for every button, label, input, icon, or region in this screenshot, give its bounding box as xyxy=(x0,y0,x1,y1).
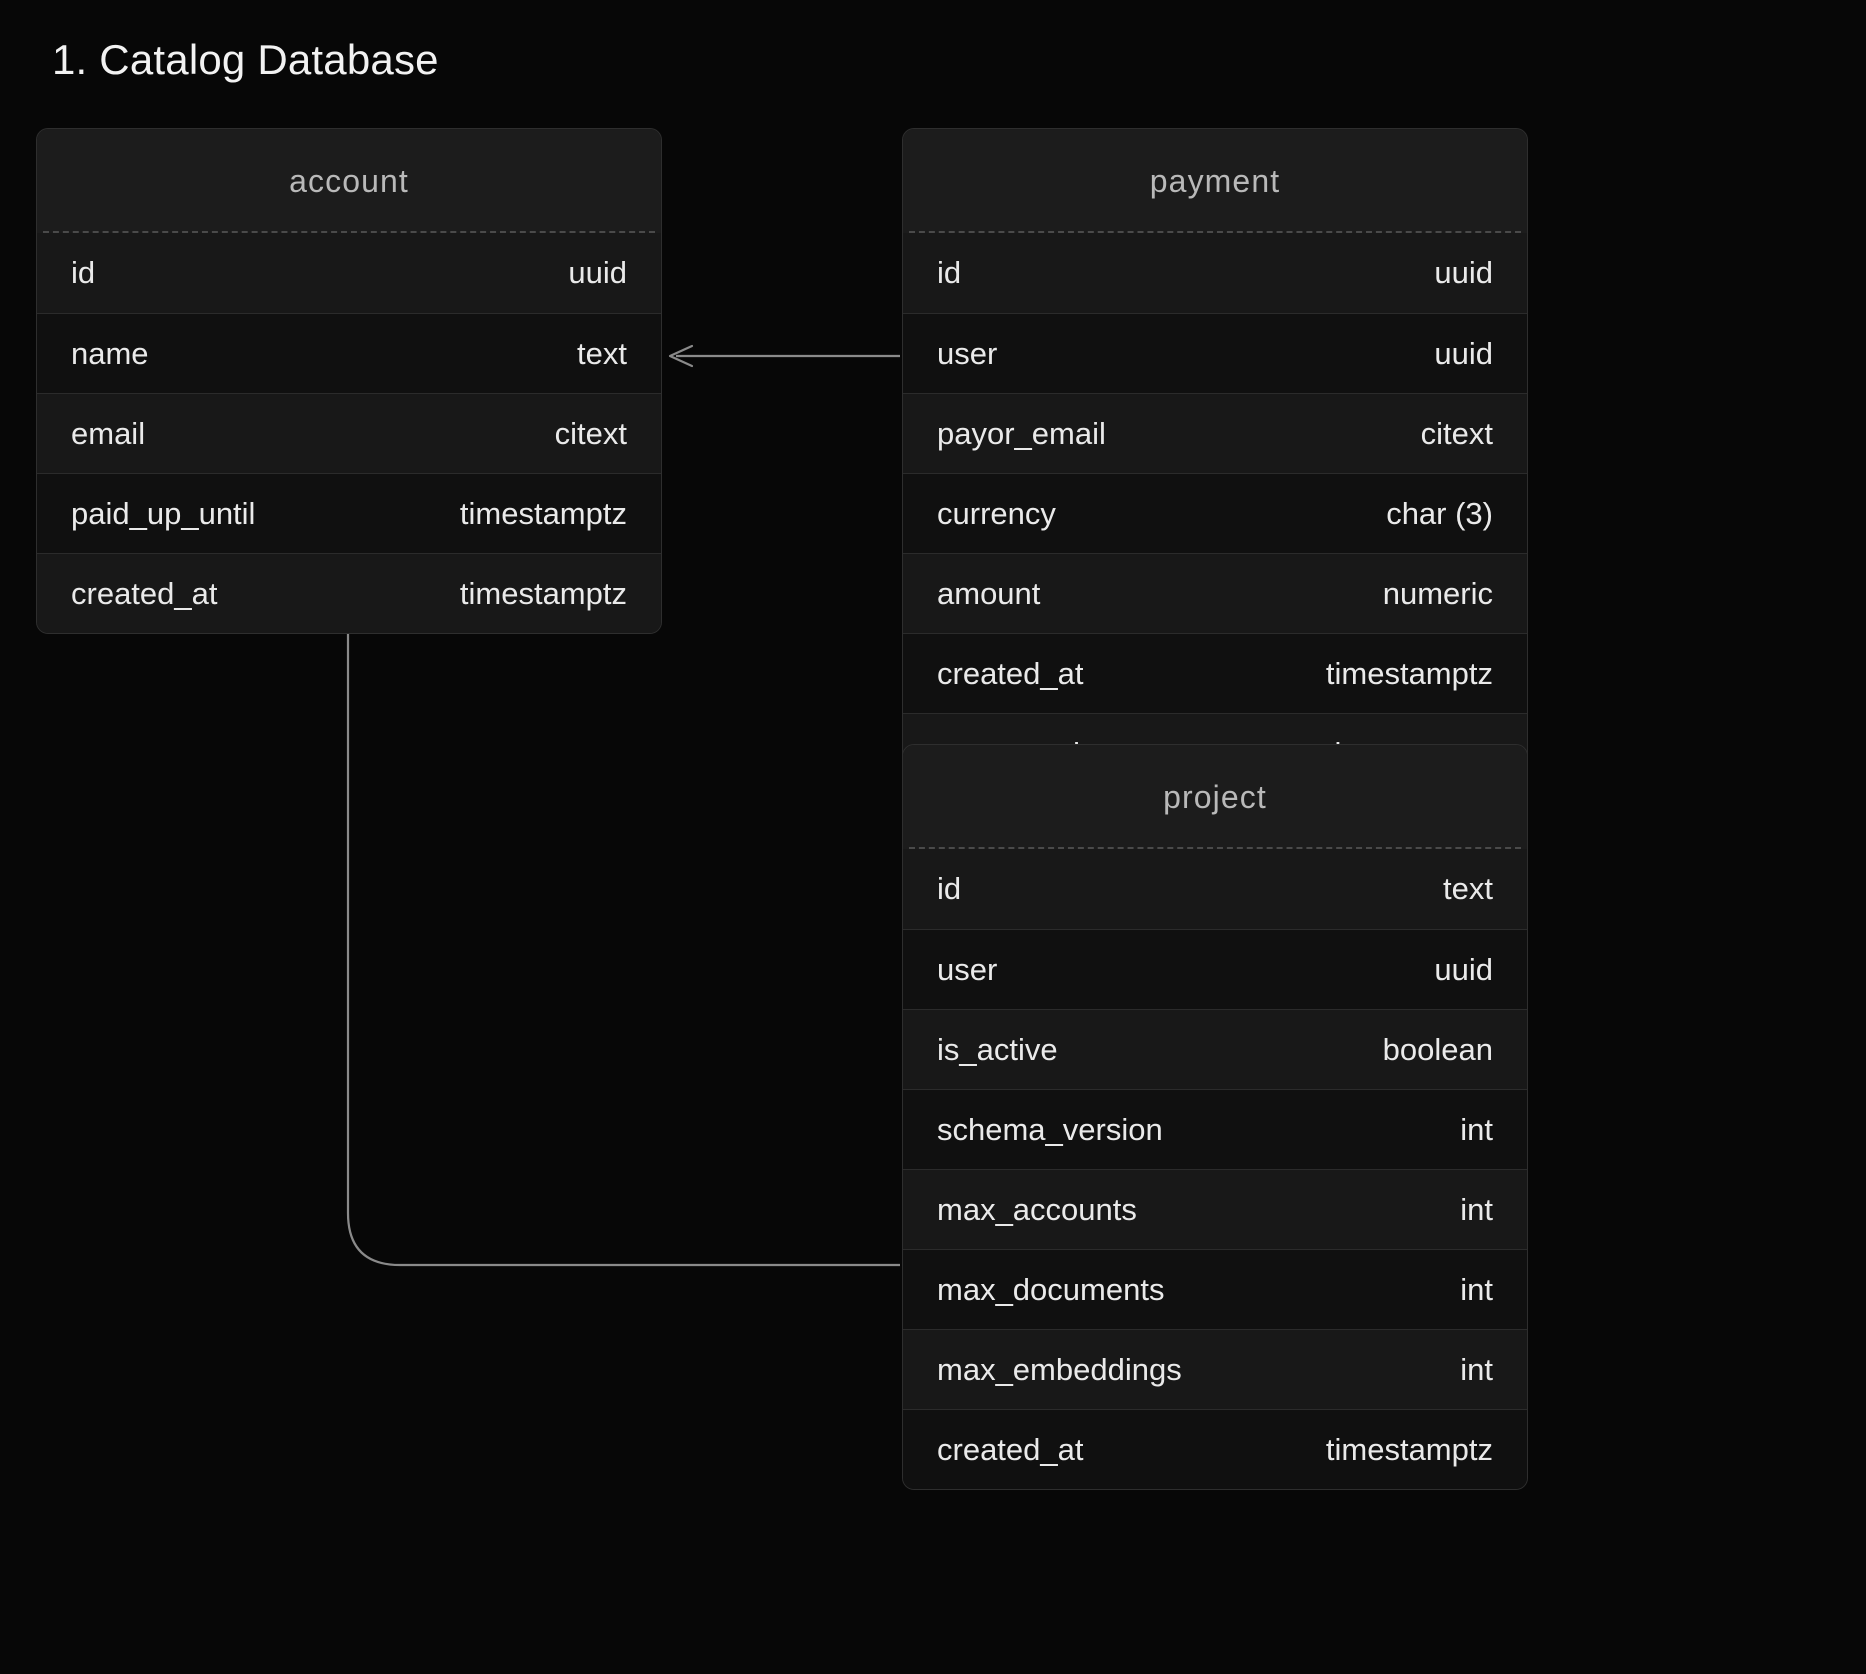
er-field-row[interactable]: email citext xyxy=(37,393,661,473)
er-field-name: email xyxy=(71,416,145,452)
er-field-row[interactable]: created_at timestamptz xyxy=(37,553,661,633)
er-field-name: user xyxy=(937,952,997,988)
er-table-payment[interactable]: payment id uuid user uuid payor_email ci… xyxy=(902,128,1528,794)
er-field-name: id xyxy=(937,871,961,907)
er-field-name: schema_version xyxy=(937,1112,1163,1148)
er-field-row[interactable]: id uuid xyxy=(37,233,661,313)
page-title: 1. Catalog Database xyxy=(52,36,439,84)
er-field-name: created_at xyxy=(937,656,1084,692)
er-field-type: uuid xyxy=(1434,336,1493,372)
er-field-type: int xyxy=(1460,1192,1493,1228)
er-field-list-project: id text user uuid is_active boolean sche… xyxy=(903,849,1527,1489)
er-field-name: name xyxy=(71,336,149,372)
er-field-row[interactable]: schema_version int xyxy=(903,1089,1527,1169)
er-field-row[interactable]: paid_up_until timestamptz xyxy=(37,473,661,553)
er-field-name: created_at xyxy=(937,1432,1084,1468)
er-field-row[interactable]: id uuid xyxy=(903,233,1527,313)
er-table-title-account: account xyxy=(37,129,661,233)
er-field-type: uuid xyxy=(1434,255,1493,291)
er-field-type: citext xyxy=(1421,416,1493,452)
er-field-type: numeric xyxy=(1383,576,1493,612)
er-field-row[interactable]: created_at timestamptz xyxy=(903,633,1527,713)
er-field-row[interactable]: name text xyxy=(37,313,661,393)
er-field-row[interactable]: max_embeddings int xyxy=(903,1329,1527,1409)
er-field-name: paid_up_until xyxy=(71,496,255,532)
er-field-type: int xyxy=(1460,1112,1493,1148)
er-field-type: timestamptz xyxy=(1326,1432,1493,1468)
er-field-row[interactable]: max_documents int xyxy=(903,1249,1527,1329)
relationship-payment-to-account xyxy=(670,346,900,366)
er-table-title-project: project xyxy=(903,745,1527,849)
er-field-type: uuid xyxy=(568,255,627,291)
er-field-row[interactable]: payor_email citext xyxy=(903,393,1527,473)
er-field-name: payor_email xyxy=(937,416,1106,452)
er-field-name: max_accounts xyxy=(937,1192,1137,1228)
er-field-type: boolean xyxy=(1383,1032,1493,1068)
er-field-name: currency xyxy=(937,496,1056,532)
er-field-type: text xyxy=(577,336,627,372)
er-field-type: int xyxy=(1460,1352,1493,1388)
er-field-row[interactable]: user uuid xyxy=(903,929,1527,1009)
er-field-type: text xyxy=(1443,871,1493,907)
er-field-row[interactable]: created_at timestamptz xyxy=(903,1409,1527,1489)
er-field-name: max_embeddings xyxy=(937,1352,1182,1388)
er-field-type: int xyxy=(1460,1272,1493,1308)
er-table-title-payment: payment xyxy=(903,129,1527,233)
er-field-name: id xyxy=(937,255,961,291)
er-field-list-payment: id uuid user uuid payor_email citext cur… xyxy=(903,233,1527,793)
er-field-type: timestamptz xyxy=(460,496,627,532)
er-field-row[interactable]: user uuid xyxy=(903,313,1527,393)
er-field-row[interactable]: currency char (3) xyxy=(903,473,1527,553)
er-field-row[interactable]: is_active boolean xyxy=(903,1009,1527,1089)
er-table-project[interactable]: project id text user uuid is_active bool… xyxy=(902,744,1528,1490)
er-field-name: is_active xyxy=(937,1032,1058,1068)
er-field-type: char (3) xyxy=(1386,496,1493,532)
er-field-type: timestamptz xyxy=(460,576,627,612)
er-field-name: created_at xyxy=(71,576,218,612)
er-field-name: amount xyxy=(937,576,1040,612)
er-table-account[interactable]: account id uuid name text email citext p… xyxy=(36,128,662,634)
er-field-type: timestamptz xyxy=(1326,656,1493,692)
er-field-list-account: id uuid name text email citext paid_up_u… xyxy=(37,233,661,633)
relationship-project-to-account xyxy=(338,580,900,1265)
er-field-row[interactable]: max_accounts int xyxy=(903,1169,1527,1249)
er-field-name: max_documents xyxy=(937,1272,1164,1308)
er-field-row[interactable]: amount numeric xyxy=(903,553,1527,633)
er-field-type: uuid xyxy=(1434,952,1493,988)
er-field-row[interactable]: id text xyxy=(903,849,1527,929)
er-field-type: citext xyxy=(555,416,627,452)
er-field-name: id xyxy=(71,255,95,291)
er-field-name: user xyxy=(937,336,997,372)
